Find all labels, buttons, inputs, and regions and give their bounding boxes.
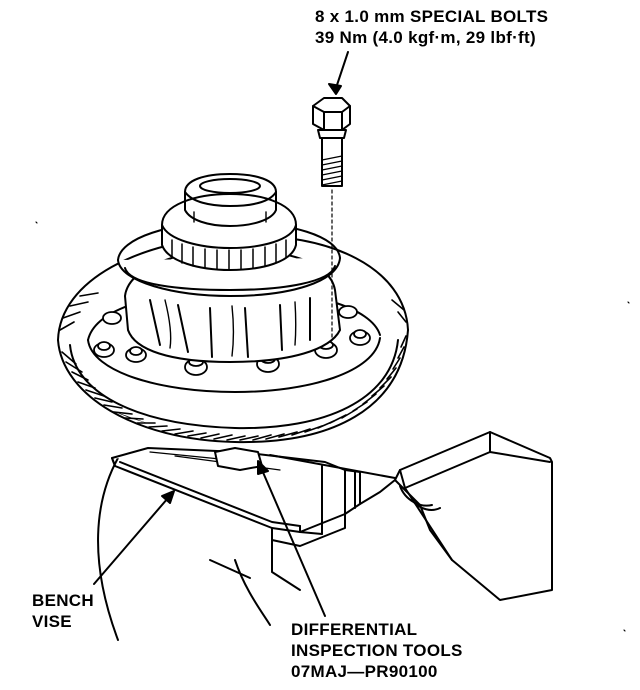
bench-vise: [97, 431, 553, 641]
differential-case: [117, 221, 341, 363]
inspection-tools-label: DIFFERENTIAL INSPECTION TOOLS 07MAJ—PR90…: [291, 619, 463, 682]
special-bolt: [312, 97, 351, 341]
bearing: [161, 173, 297, 271]
bench-vise-label: BENCH VISE: [32, 590, 94, 632]
scan-specks: [35, 221, 630, 632]
inspection-tools-label-line1: DIFFERENTIAL: [291, 620, 418, 639]
inspection-tools-label-line2: INSPECTION TOOLS: [291, 641, 463, 660]
inspection-tools-part-number: 07MAJ—PR90100: [291, 662, 438, 681]
special-bolts-spec: 8 x 1.0 mm SPECIAL BOLTS: [315, 7, 549, 26]
leader-lines: [93, 51, 349, 617]
bench-vise-label-line2: VISE: [32, 612, 72, 631]
special-bolts-label: 8 x 1.0 mm SPECIAL BOLTS 39 Nm (4.0 kgf·…: [315, 6, 548, 48]
bench-vise-label-line1: BENCH: [32, 591, 94, 610]
special-bolts-torque: 39 Nm (4.0 kgf·m, 29 lbf·ft): [315, 28, 536, 47]
